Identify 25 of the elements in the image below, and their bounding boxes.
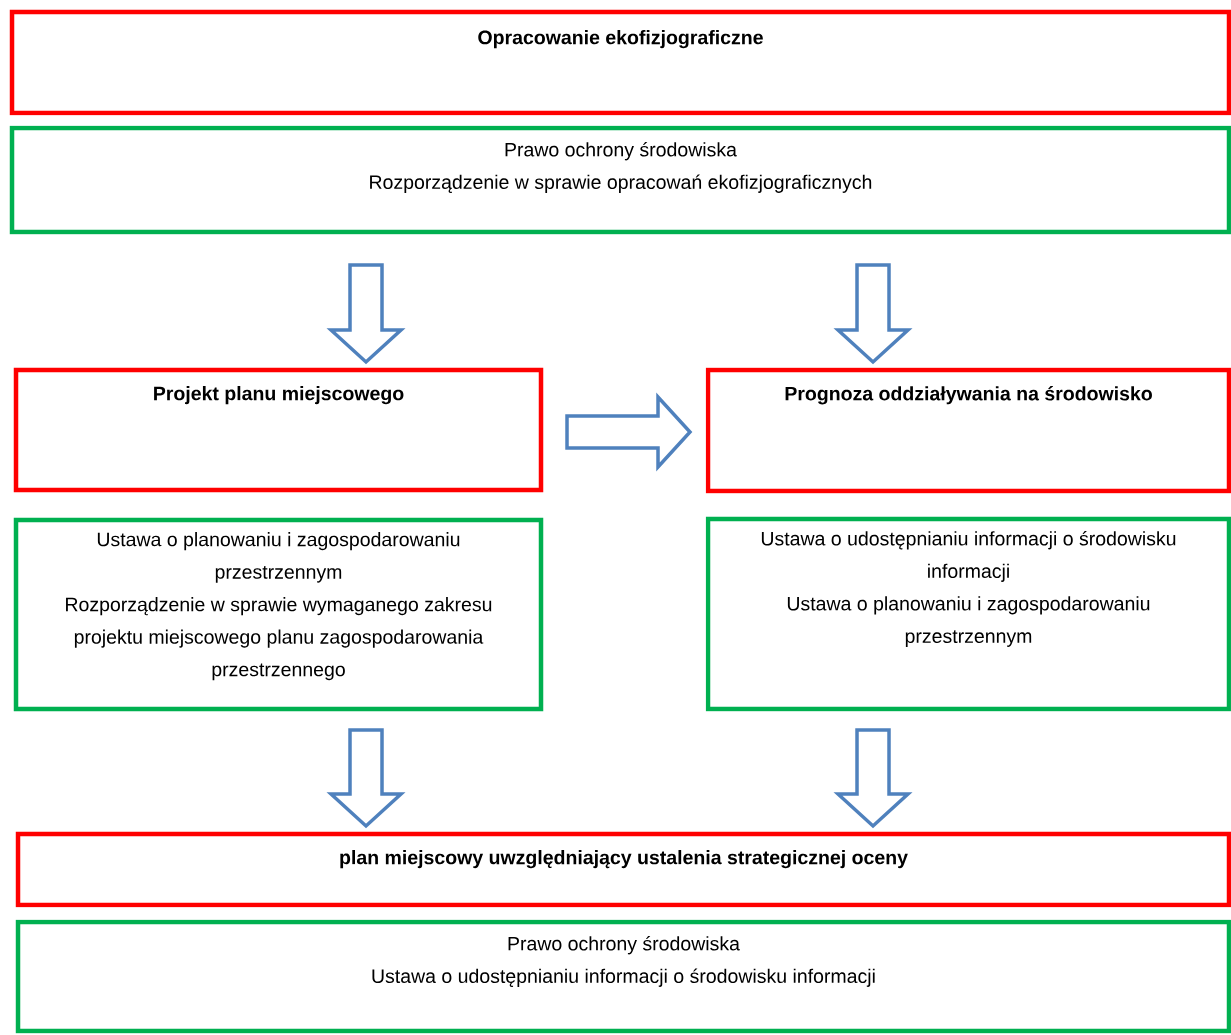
heading-box (13, 367, 544, 493)
heading-box (15, 831, 1231, 908)
text: Rozporządzenie w sprawie wymaganego zakresu projektu miejscowego planu zagospodarowania przestrzennego (66, 597, 492, 681)
text: Prognoza oddziaływania na środowisko (785, 386, 1152, 405)
heading-box (9, 9, 1231, 116)
text: Opracowanie ekofizjograficzne (478, 30, 763, 49)
text: Ustawa o planowaniu i zagospodarowaniu przestrzennym (97, 532, 460, 583)
text: Projekt planu miejscowego (154, 386, 404, 405)
text: Ustawa o planowaniu i zagospodarowaniu przestrzennym (787, 596, 1150, 647)
legal-basis-box (705, 516, 1231, 712)
legal-basis-box (9, 125, 1231, 235)
text: Ustawa o udostępnianiu informacji o środowisku informacji (372, 968, 875, 987)
heading-box (705, 367, 1231, 494)
text: Ustawa o udostępnianiu informacji o środowisku informacji (761, 531, 1176, 582)
block-arrow (326, 728, 406, 829)
legal-basis-box (15, 919, 1231, 1034)
block-arrow (565, 392, 693, 472)
legal-basis-box (13, 517, 544, 712)
block-arrow (833, 728, 913, 829)
text: Prawo ochrony środowiska (508, 936, 740, 955)
block-arrow (833, 263, 913, 365)
block-arrow (326, 263, 406, 365)
text: Prawo ochrony środowiska (505, 142, 737, 161)
text: Rozporządzenie w sprawie opracowań ekofizjograficznych (370, 174, 872, 193)
text: plan miejscowy uwzględniający ustalenia strategicznej oceny (340, 850, 908, 869)
